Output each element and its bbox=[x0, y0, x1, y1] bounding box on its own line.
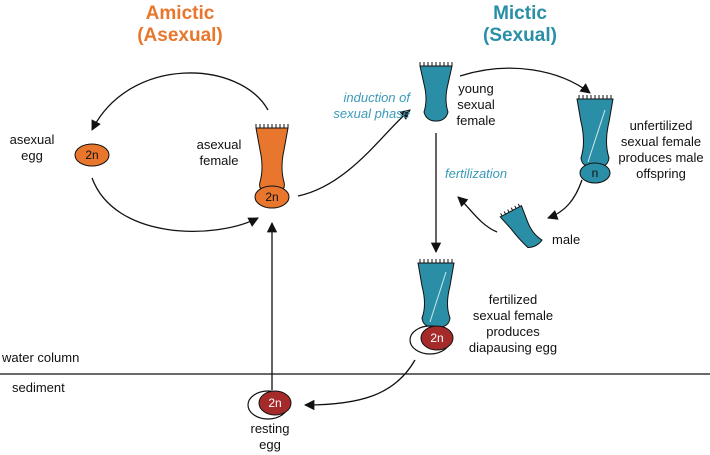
label-asexual-egg: asexual egg bbox=[9, 132, 55, 163]
label-induction-of-sexual-phase: induction of sexual phase bbox=[333, 90, 410, 121]
asexual-female-egg bbox=[254, 185, 290, 209]
heading-amictic: Amictic bbox=[145, 3, 215, 24]
diapausing-egg-ploidy: 2n bbox=[430, 331, 444, 345]
male-rotifer bbox=[499, 203, 543, 249]
resting-egg-ploidy: 2n bbox=[268, 396, 282, 410]
arrow-young-to-unfertilized bbox=[459, 67, 591, 94]
label-water-column: water column bbox=[2, 350, 80, 365]
label-young-sexual-female: young sexual female bbox=[456, 81, 496, 128]
arrow-male-to-fertilization bbox=[457, 196, 498, 233]
male-egg bbox=[579, 162, 611, 184]
label-male: male bbox=[552, 232, 581, 247]
male-egg-ploidy: n bbox=[591, 166, 599, 180]
label-fertilized-sexual-female: fertilized sexual female produces diapau… bbox=[468, 292, 558, 355]
asexual-egg-ploidy: 2n bbox=[85, 148, 99, 162]
arrow-unfertilized-to-male bbox=[547, 179, 583, 220]
unfertilized-sexual-female bbox=[576, 94, 614, 184]
young-sexual-female bbox=[419, 61, 453, 122]
diapausing-egg bbox=[420, 325, 454, 351]
arrow-induction-of-sexual-phase bbox=[297, 109, 411, 197]
label-fertilization: fertilization bbox=[445, 166, 508, 181]
heading-amictic-sub: (Asexual) bbox=[137, 25, 223, 46]
asexual-female bbox=[254, 123, 290, 209]
label-unfertilized-sexual-female: unfertilized sexual female produces male… bbox=[618, 118, 704, 181]
resting-egg bbox=[247, 390, 292, 420]
arrow-diapausing-to-resting bbox=[303, 359, 416, 411]
arrow-asexual-female-to-egg bbox=[91, 72, 269, 131]
heading-mictic: Mictic bbox=[493, 3, 547, 24]
label-asexual-female: asexual female bbox=[196, 137, 242, 168]
label-sediment: sediment bbox=[12, 380, 65, 395]
label-resting-egg: resting egg bbox=[250, 421, 290, 452]
arrow-egg-to-asexual-female bbox=[91, 177, 259, 232]
heading-mictic-sub: (Sexual) bbox=[483, 25, 557, 46]
fertilized-sexual-female bbox=[409, 258, 455, 355]
asexual-egg bbox=[74, 143, 110, 167]
asexual-female-egg-ploidy: 2n bbox=[265, 190, 279, 204]
